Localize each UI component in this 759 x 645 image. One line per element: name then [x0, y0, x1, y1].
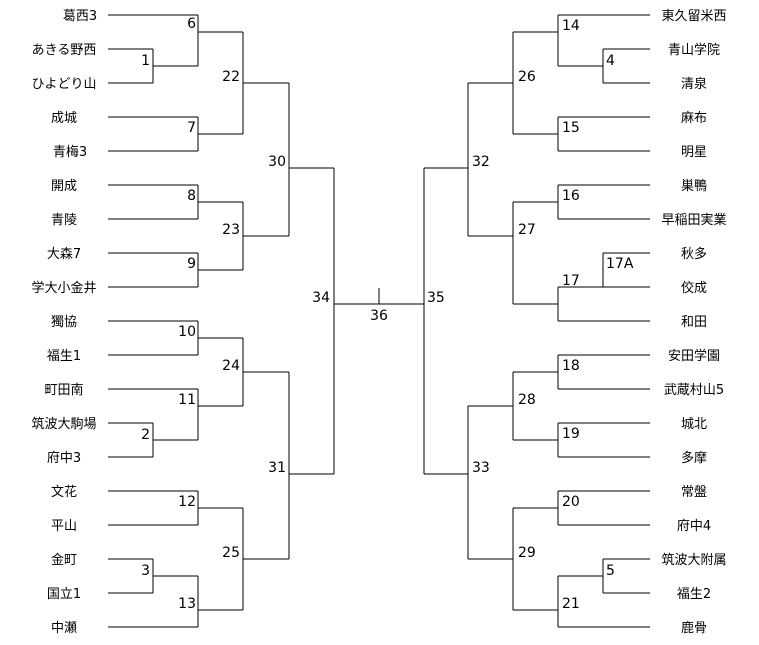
match-number: 26: [518, 69, 536, 85]
team-label: 国立1: [47, 587, 81, 602]
match-number: 30: [268, 154, 286, 170]
team-label: ひよどり山: [31, 77, 96, 92]
match-number: 10: [178, 324, 196, 340]
match-number: 33: [472, 460, 490, 476]
match-number: 9: [187, 256, 196, 272]
team-label: 平山: [51, 519, 77, 534]
team-label: 町田南: [44, 382, 83, 398]
team-label: 成城: [51, 111, 77, 126]
match-number: 5: [606, 563, 615, 579]
team-label: 獨協: [51, 315, 77, 330]
team-label: 大森7: [47, 247, 81, 262]
match-number: 31: [268, 460, 286, 476]
match-number: 12: [178, 494, 196, 510]
match-number: 18: [562, 358, 580, 374]
team-label: 福生1: [47, 349, 81, 364]
team-label: 金町: [51, 552, 77, 568]
team-label: 東久留米西: [661, 8, 726, 24]
team-label: 青梅3: [53, 145, 87, 160]
match-number: 17A: [606, 256, 634, 272]
match-number: 1: [141, 53, 150, 69]
match-number: 14: [562, 18, 580, 34]
team-label: 城北: [681, 417, 707, 432]
match-number: 23: [222, 222, 240, 238]
team-label: 中瀬: [51, 621, 77, 636]
match-number: 17: [562, 273, 580, 289]
match-number: 32: [472, 154, 490, 170]
team-label: 早稲田実業: [661, 212, 726, 228]
match-number: 25: [222, 545, 240, 561]
team-label: 武蔵村山5: [664, 383, 724, 398]
team-label: 筑波大駒場: [31, 416, 96, 432]
team-label: 青山学院: [668, 42, 720, 58]
team-label: 麻布: [681, 111, 707, 126]
team-label: 鹿骨: [681, 620, 707, 636]
team-label: 和田: [681, 315, 707, 330]
match-number: 24: [222, 358, 240, 374]
team-label: 安田学園: [668, 348, 720, 364]
team-label: 府中4: [677, 519, 711, 534]
team-label: 学大小金井: [31, 280, 96, 296]
team-label: 文花: [51, 484, 77, 500]
match-number: 16: [562, 188, 580, 204]
team-label: 葛西3: [63, 9, 97, 24]
match-number: 28: [518, 392, 536, 408]
team-label: 青陵: [51, 213, 77, 228]
match-number: 36: [370, 308, 388, 324]
match-number: 6: [187, 16, 196, 32]
match-number: 2: [141, 427, 150, 443]
team-label: 府中3: [47, 451, 81, 466]
team-label: あきる野西: [32, 43, 97, 58]
right-team-list: 東久留米西 青山学院 清泉 麻布 明星 巣鴨 早稲田実業 秋多 佼成 和田 安田…: [661, 8, 726, 636]
match-number: 4: [606, 53, 615, 69]
match-number: 7: [187, 120, 196, 136]
match-number: 15: [562, 120, 580, 136]
match-number: 27: [518, 222, 536, 238]
match-number: 20: [562, 494, 580, 510]
match-number: 13: [178, 596, 196, 612]
match-number: 35: [427, 290, 445, 306]
match-number-list: 1 2 3 4 5 6 7 8 9 10 11 12 13 14 15 16 1…: [141, 16, 634, 612]
match-number: 21: [562, 596, 580, 612]
team-label: 秋多: [681, 246, 707, 262]
match-number: 8: [187, 188, 196, 204]
team-label: 開成: [51, 179, 77, 194]
match-number: 19: [562, 426, 580, 442]
match-number: 11: [178, 392, 196, 408]
match-number: 22: [222, 69, 240, 85]
left-team-list: 葛西3 あきる野西 ひよどり山 成城 青梅3 開成 青陵 大森7 学大小金井 獨…: [31, 9, 97, 636]
team-label: 佼成: [681, 281, 707, 296]
bracket-lines: [108, 14, 650, 628]
match-number: 3: [141, 563, 150, 579]
team-label: 常盤: [681, 485, 707, 500]
team-label: 明星: [681, 145, 707, 160]
team-label: 福生2: [677, 587, 711, 602]
team-label: 清泉: [681, 76, 707, 92]
team-label: 巣鴨: [681, 179, 707, 194]
team-label: 筑波大附属: [661, 552, 726, 568]
team-label: 多摩: [681, 450, 707, 466]
match-number: 34: [312, 290, 330, 306]
match-number: 29: [518, 545, 536, 561]
